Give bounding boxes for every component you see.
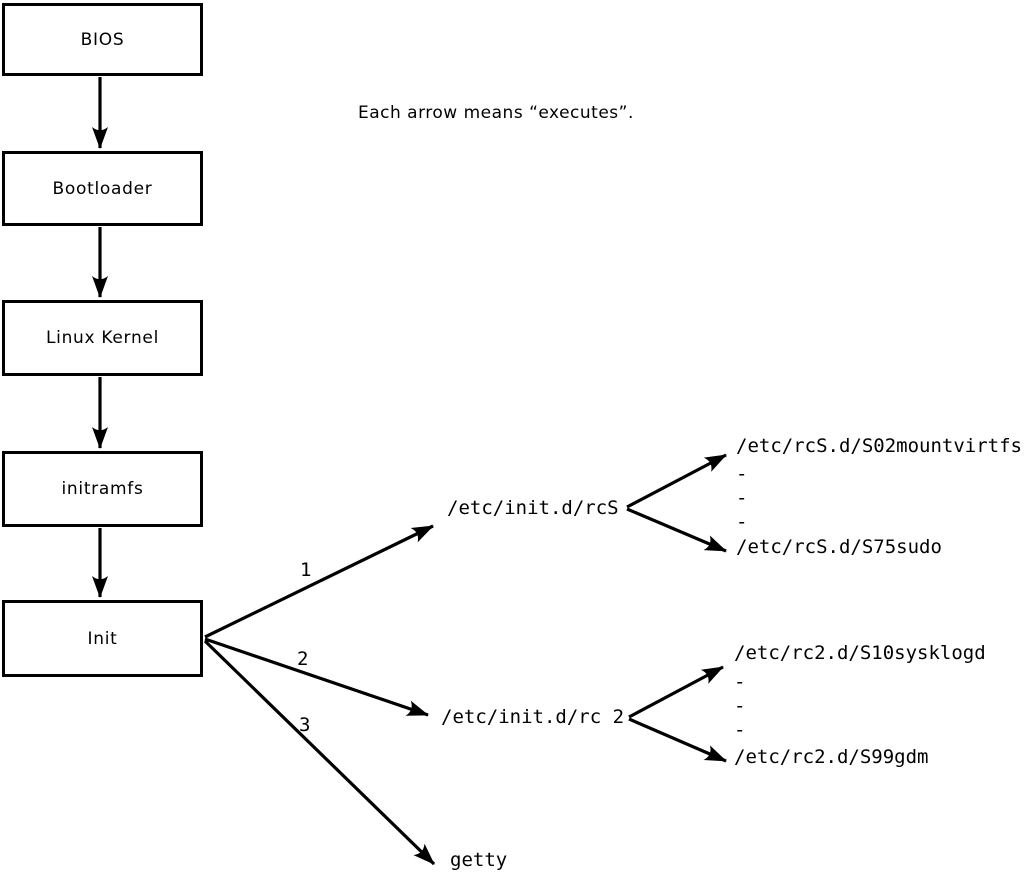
node-bootloader: Bootloader (2, 151, 203, 226)
rcs-dash-3: - (736, 511, 748, 533)
node-initramfs-label: initramfs (61, 479, 144, 499)
node-bios-label: BIOS (80, 29, 125, 50)
note-arrow-meaning: Each arrow means “executes”. (358, 103, 634, 123)
node-init: Init (2, 600, 203, 677)
rcs-entry-last: /etc/rcS.d/S75sudo (736, 536, 942, 558)
rc2-entry-first: /etc/rc2.d/S10sysklogd (734, 642, 986, 664)
node-bios: BIOS (2, 3, 203, 76)
node-init-label: Init (87, 628, 118, 649)
label-arrow-2: 2 (297, 648, 309, 670)
rcs-dash-2: - (736, 487, 748, 509)
arrow-rc2-to-last-entry (628, 717, 727, 763)
target-getty: getty (450, 849, 508, 871)
rcs-dash-1: - (736, 463, 748, 485)
arrow-init-to-getty (203, 639, 436, 866)
arrow-rc2-to-first-entry (628, 665, 724, 719)
node-linux-kernel: Linux Kernel (2, 300, 203, 376)
rc2-dash-2: - (734, 695, 746, 717)
rc2-dash-1: - (734, 671, 746, 693)
target-rcs-script: /etc/init.d/rcS (447, 497, 619, 519)
rc2-dash-3: - (734, 719, 746, 741)
target-rc2-script: /etc/init.d/rc 2 (441, 706, 625, 728)
node-initramfs: initramfs (2, 451, 203, 527)
arrow-rcs-to-first-entry (626, 453, 727, 509)
arrow-init-to-rcs (204, 524, 434, 639)
arrow-rcs-to-last-entry (626, 507, 727, 553)
node-linux-kernel-label: Linux Kernel (45, 328, 159, 348)
label-arrow-3: 3 (299, 714, 311, 736)
label-arrow-1: 1 (300, 559, 312, 581)
node-bootloader-label: Bootloader (52, 178, 153, 199)
rcs-entry-first: /etc/rcS.d/S02mountvirtfs (736, 435, 1022, 457)
rc2-entry-last: /etc/rc2.d/S99gdm (734, 746, 929, 768)
arrow-init-to-rc2 (204, 637, 429, 717)
